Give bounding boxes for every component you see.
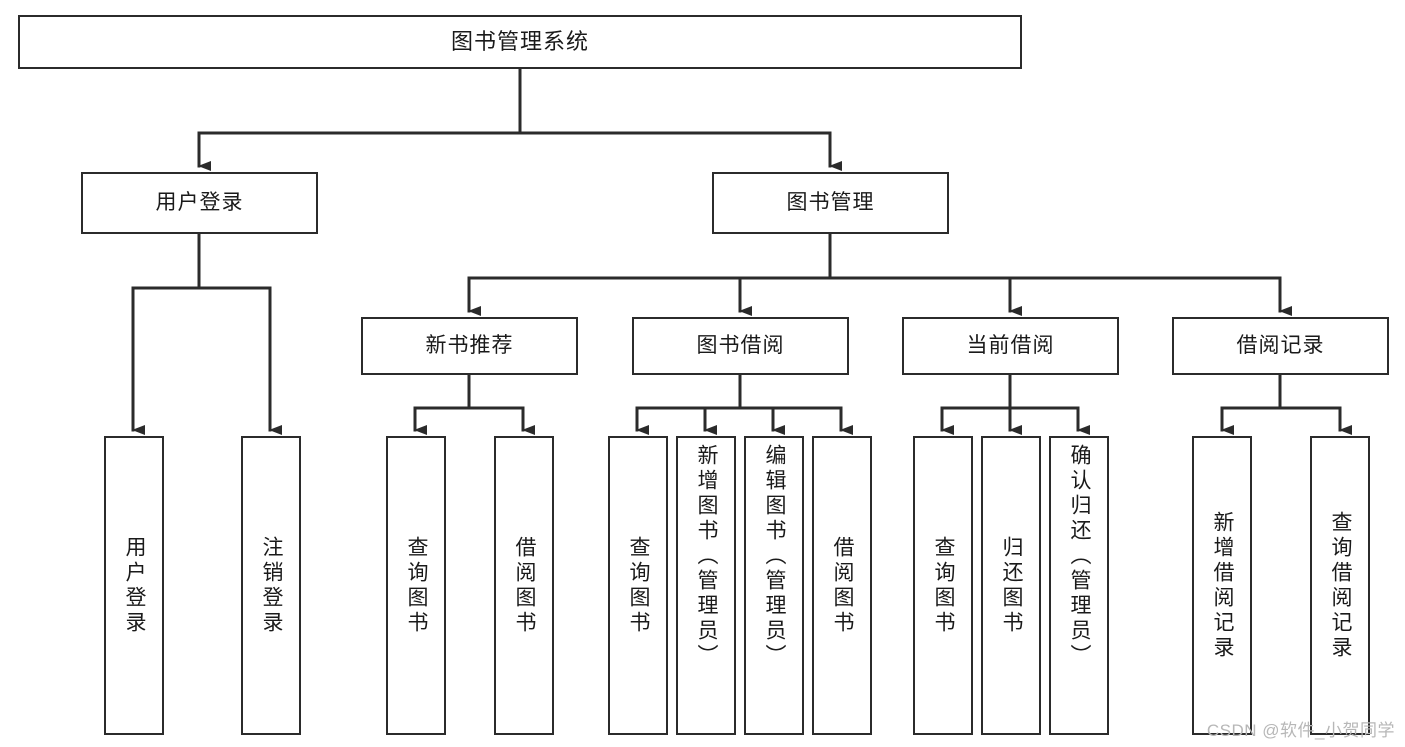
node-borrow-record[interactable]: 借阅记录 <box>1172 317 1389 375</box>
node-label: 借阅图书 <box>513 535 537 636</box>
node-label: 归还图书 <box>1000 535 1024 636</box>
node-current-borrow[interactable]: 当前借阅 <box>902 317 1119 375</box>
node-book-borrow[interactable]: 图书借阅 <box>632 317 849 375</box>
node-leaf-query-book-3[interactable]: 查询图书 <box>913 436 973 735</box>
node-label: 编辑图书（管理员） <box>763 444 787 669</box>
node-leaf-user-login[interactable]: 用户登录 <box>104 436 164 735</box>
node-leaf-return-book[interactable]: 归还图书 <box>981 436 1041 735</box>
node-root-book-management-system[interactable]: 图书管理系统 <box>18 15 1022 69</box>
node-label: 查询图书 <box>627 535 651 636</box>
node-leaf-add-book[interactable]: 新增图书（管理员） <box>676 436 736 735</box>
node-label: 新增图书（管理员） <box>695 444 719 669</box>
watermark-text: CSDN @软件_小贺同学 <box>1206 721 1395 740</box>
node-label: 注销登录 <box>260 535 284 636</box>
node-leaf-query-book-2[interactable]: 查询图书 <box>608 436 668 735</box>
node-label: 借阅记录 <box>1236 334 1325 358</box>
node-leaf-query-record[interactable]: 查询借阅记录 <box>1310 436 1370 735</box>
node-book-manage[interactable]: 图书管理 <box>712 172 949 234</box>
node-leaf-confirm-return[interactable]: 确认归还（管理员） <box>1049 436 1109 735</box>
node-leaf-logout-login[interactable]: 注销登录 <box>241 436 301 735</box>
node-label: 确认归还（管理员） <box>1068 444 1092 669</box>
node-label: 新书推荐 <box>425 334 514 358</box>
node-label: 图书管理系统 <box>450 28 589 54</box>
node-label: 图书借阅 <box>696 334 785 358</box>
node-leaf-add-record[interactable]: 新增借阅记录 <box>1192 436 1252 735</box>
node-label: 查询图书 <box>932 535 956 636</box>
node-label: 新增借阅记录 <box>1211 510 1235 661</box>
node-new-book-recommend[interactable]: 新书推荐 <box>361 317 578 375</box>
node-leaf-query-book-1[interactable]: 查询图书 <box>386 436 446 735</box>
node-user-login[interactable]: 用户登录 <box>81 172 318 234</box>
node-label: 查询借阅记录 <box>1329 510 1353 661</box>
node-leaf-edit-book[interactable]: 编辑图书（管理员） <box>744 436 804 735</box>
node-label: 当前借阅 <box>966 334 1055 358</box>
node-leaf-borrow-book-1[interactable]: 借阅图书 <box>494 436 554 735</box>
node-label: 查询图书 <box>405 535 429 636</box>
node-label: 用户登录 <box>155 191 244 215</box>
node-label: 用户登录 <box>123 535 147 636</box>
node-leaf-borrow-book-2[interactable]: 借阅图书 <box>812 436 872 735</box>
node-label: 借阅图书 <box>831 535 855 636</box>
node-label: 图书管理 <box>786 191 875 215</box>
